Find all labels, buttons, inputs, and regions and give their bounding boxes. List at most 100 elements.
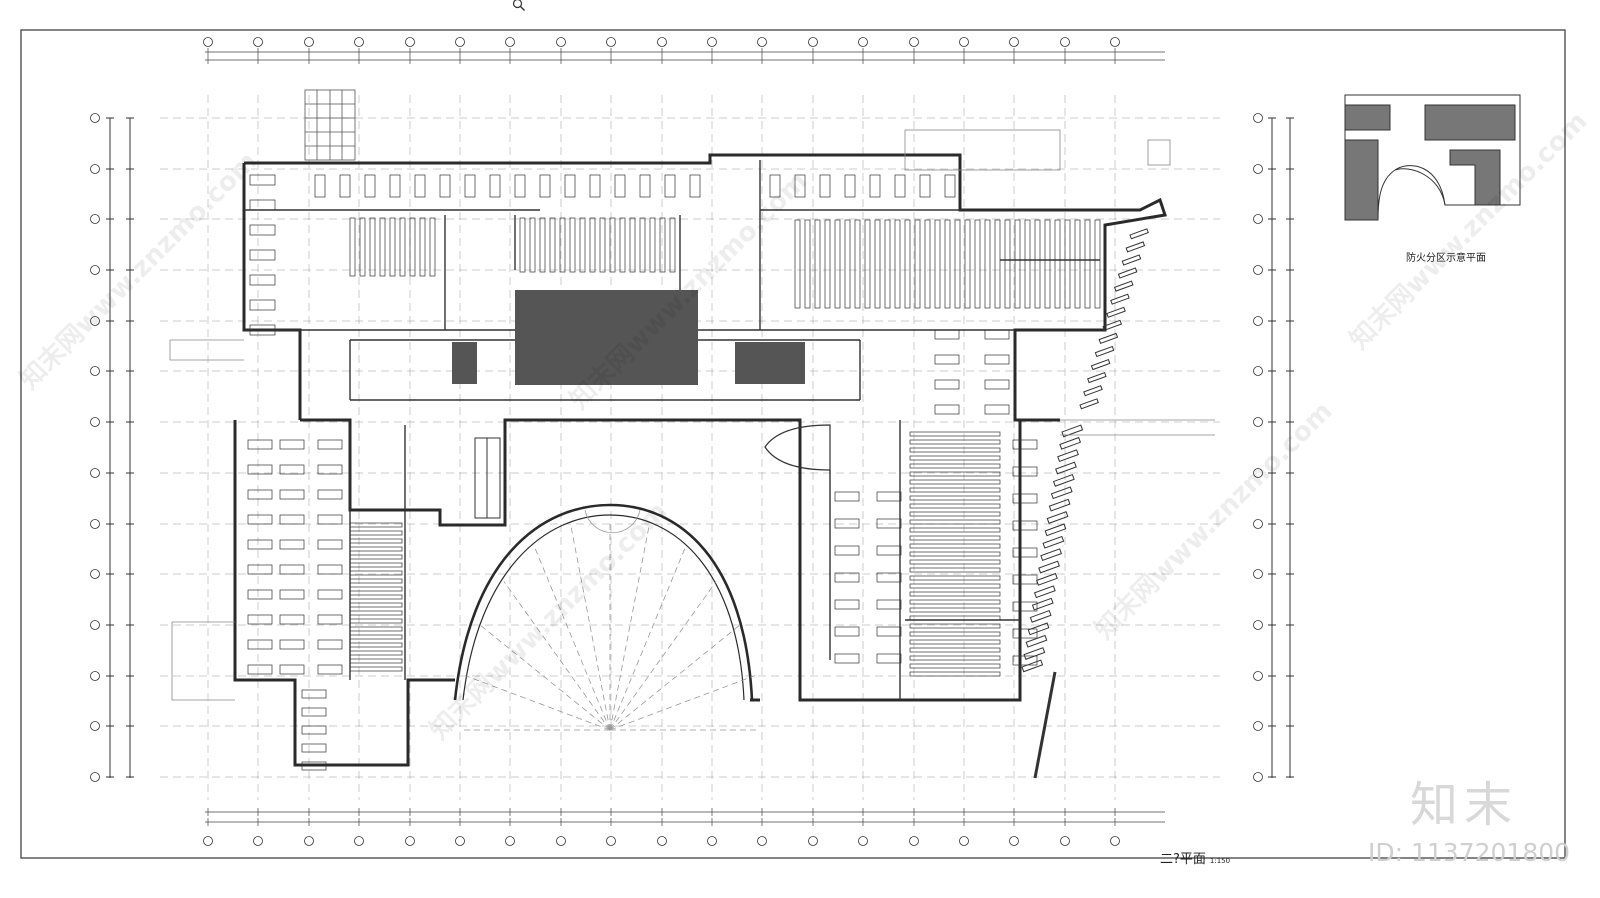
facade-fin [1059, 436, 1082, 450]
axis-bubble [1253, 164, 1263, 174]
axis-bubble [959, 836, 969, 846]
reading-desk [919, 174, 931, 198]
stack-shelf [909, 519, 1001, 525]
stack-shelf [1014, 219, 1021, 309]
reading-desk [249, 299, 276, 311]
arch-dome [453, 503, 760, 731]
axis-bubble [959, 37, 969, 47]
axis-bubble [909, 836, 919, 846]
axis-bubble [90, 569, 100, 579]
stack-shelf [349, 626, 403, 632]
stack-shelf [909, 663, 1001, 669]
stack-shelf [349, 634, 403, 640]
stack-shelf [409, 217, 416, 277]
axis-bubble [1253, 366, 1263, 376]
stack-shelf [369, 217, 376, 277]
reading-desk [317, 639, 343, 650]
stack-shelf [349, 602, 403, 608]
axis-bubble [253, 37, 263, 47]
axis-bubble [1110, 836, 1120, 846]
axis-bubble [203, 836, 213, 846]
stack-shelf [609, 217, 616, 273]
reading-desk [247, 489, 273, 500]
reading-desk [834, 545, 860, 556]
axis-bubble [1253, 468, 1263, 478]
facade-fin [1050, 486, 1073, 500]
reading-desk [317, 464, 343, 475]
image-id-label: ID: 1137201800 [1368, 838, 1571, 867]
reading-desk [589, 174, 601, 198]
facade-fin [1033, 585, 1056, 599]
axis-bubble [90, 620, 100, 630]
stack-shelf [1074, 219, 1081, 309]
stack-shelf [984, 219, 991, 309]
reading-desk [464, 174, 476, 198]
stack-shelf [629, 217, 636, 273]
stack-shelf [1034, 219, 1041, 309]
reading-desk [689, 174, 701, 198]
axis-bubble [808, 37, 818, 47]
stack-shelf [349, 522, 403, 528]
axis-bubble [1253, 620, 1263, 630]
axis-bubble [304, 836, 314, 846]
facade-fin [1098, 332, 1119, 344]
facade-fin [1044, 523, 1067, 537]
reading-desk [876, 626, 902, 637]
reading-desk [934, 329, 960, 340]
reading-desk [984, 404, 1010, 415]
stack-shelf [909, 567, 1001, 573]
axis-bubble [1253, 214, 1263, 224]
arch-ray [534, 547, 611, 731]
stack-shelf [539, 217, 546, 273]
axis-bubble [253, 836, 263, 846]
search-icon[interactable] [512, 0, 526, 12]
axis-bubble [1253, 417, 1263, 427]
reading-desk [247, 589, 273, 600]
axis-bubble [657, 836, 667, 846]
facade-fin [1042, 535, 1065, 549]
stack-shelf [909, 479, 1001, 485]
reading-desk [834, 653, 860, 664]
reading-desk [279, 589, 305, 600]
reading-desk [279, 489, 305, 500]
stack-shelf [429, 217, 436, 277]
axis-bubble [90, 417, 100, 427]
stack-shelf [909, 535, 1001, 541]
axis-bubble [90, 468, 100, 478]
reading-desk [769, 174, 781, 198]
axis-grid [160, 95, 1220, 800]
reading-desk [317, 564, 343, 575]
stack-shelf [909, 527, 1001, 533]
reading-desk [1012, 601, 1038, 612]
reading-desk [247, 639, 273, 650]
arch-ray [609, 547, 686, 731]
reading-desk [301, 725, 327, 735]
axis-bubble [556, 836, 566, 846]
reading-desk [317, 664, 343, 675]
stack-shelf [794, 219, 801, 309]
reading-desk [876, 653, 902, 664]
facade-fin [1087, 372, 1107, 384]
stack-shelf [349, 217, 356, 277]
facade-fin [1102, 319, 1123, 331]
building-walls [233, 153, 1167, 767]
stack-shelf [909, 647, 1001, 653]
facade-fin [1129, 228, 1149, 240]
stack-shelf [909, 503, 1001, 509]
reading-desk [317, 489, 343, 500]
reading-desk [279, 639, 305, 650]
facade-fin [1025, 634, 1048, 648]
axis-bubble [203, 37, 213, 47]
reading-desk [249, 274, 276, 286]
stack-shelf [349, 546, 403, 552]
facade-fin [1113, 280, 1134, 292]
reading-desk [279, 439, 305, 450]
stack-shelf [1004, 219, 1011, 309]
reading-desk [247, 439, 273, 450]
axis-bubble [606, 37, 616, 47]
facade-fin [1052, 474, 1075, 487]
facade-fin [1027, 622, 1050, 636]
stack-shelf [994, 219, 1001, 309]
reading-desk [249, 199, 276, 211]
